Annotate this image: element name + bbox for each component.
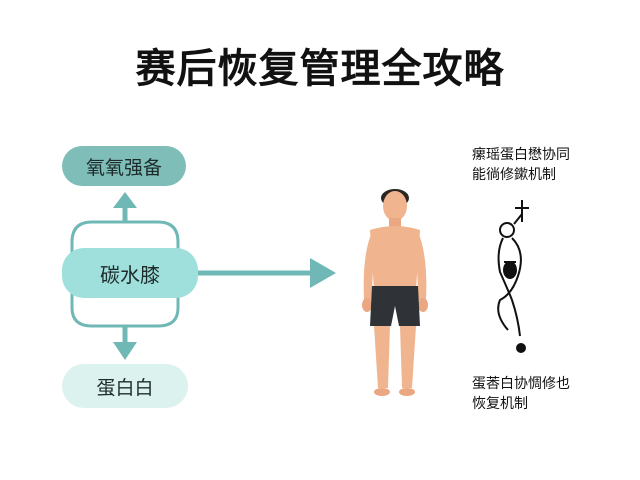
note-bottom: 蛋莕白协惆修也 恢复机制 xyxy=(472,374,570,414)
note-bottom-line2: 恢复机制 xyxy=(472,396,528,412)
note-top: 瘰瑶蛋白懋协同 能徜修鏉机制 xyxy=(472,145,570,185)
note-top-line1: 瘰瑶蛋白懋协同 xyxy=(472,147,570,163)
main-arrow-head xyxy=(310,258,336,288)
note-bottom-line1: 蛋莕白协惆修也 xyxy=(472,376,570,392)
athlete-figure-icon xyxy=(362,189,428,396)
node-bottom: 蛋白白 xyxy=(62,364,188,408)
note-top-line2: 能徜修鏉机制 xyxy=(472,167,556,183)
sketch-figure-icon xyxy=(497,200,529,353)
up-arrow-head xyxy=(113,192,137,208)
page-title: 赛后恢复管理全攻略 xyxy=(135,46,505,92)
node-top: 氧氧强备 xyxy=(62,146,186,186)
node-middle: 碳水膝 xyxy=(62,248,198,298)
down-arrow-head xyxy=(113,342,137,360)
